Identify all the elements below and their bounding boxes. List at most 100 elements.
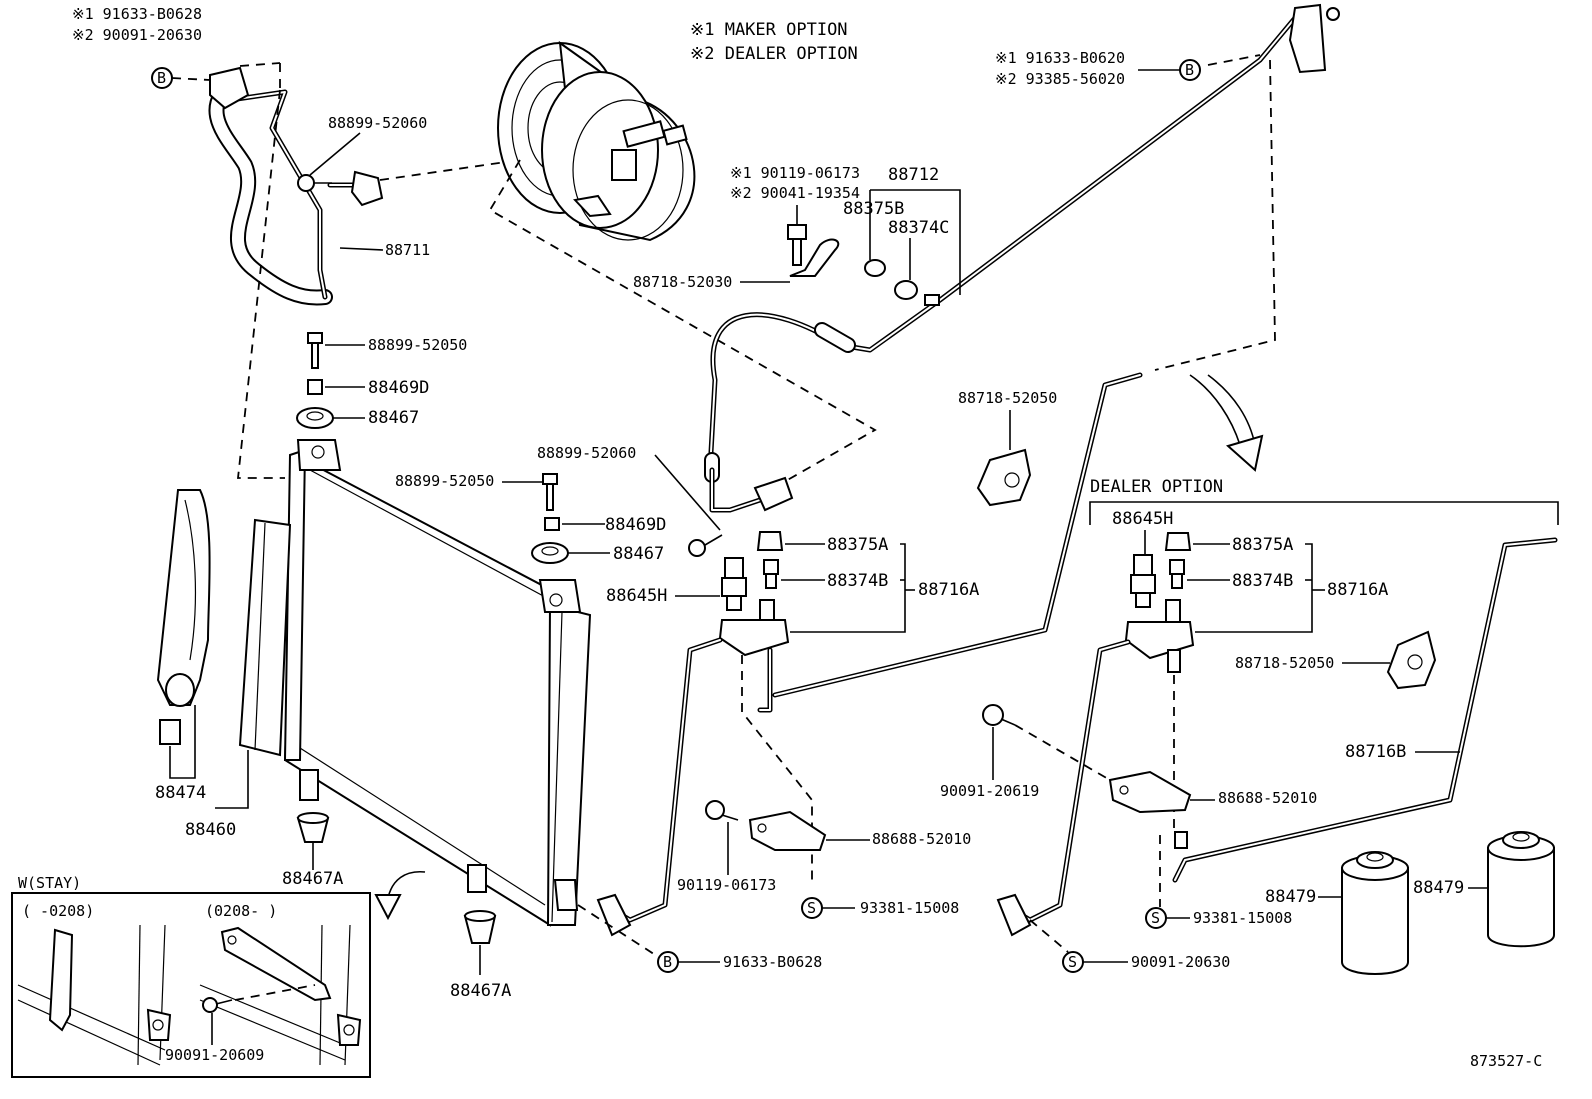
dash-line (171, 77, 211, 81)
cushion-88467A-a (296, 812, 330, 843)
label-88718-52050-b: 88718-52050 (1235, 654, 1334, 672)
dash-line (239, 62, 281, 67)
stay-right-illustration (199, 924, 362, 1066)
dash-line (236, 89, 285, 479)
compressor-bolt (787, 224, 807, 266)
leader-line (790, 543, 906, 633)
arrow (387, 871, 426, 899)
bracket-88688-52010-b (1108, 770, 1192, 814)
label-88718-52030: 88718-52030 (633, 273, 732, 291)
bolt-90119-06173 (705, 800, 739, 821)
bracket-88688-52010-a (748, 810, 827, 851)
dealer-option-title: DEALER OPTION (1090, 477, 1223, 497)
bolt-88899-52060-b (688, 534, 723, 557)
svg-text:S: S (1151, 909, 1160, 927)
label-88899-52060-b: 88899-52060 (537, 444, 636, 462)
collar-88469D-a (307, 379, 323, 395)
leader-line (870, 189, 961, 295)
symbol-s-c: S (1062, 951, 1084, 973)
stay-left-label: ( -0208) (22, 902, 94, 920)
label-90119-06173: 90119-06173 (677, 876, 776, 894)
bolt-90091-20619 (982, 704, 1016, 726)
arrow (1189, 374, 1241, 446)
leader-line (339, 247, 384, 251)
label-88711: 88711 (385, 241, 430, 259)
svg-text:S: S (807, 899, 816, 917)
clamp-88718-52050-b (1386, 630, 1437, 690)
label-88469D-b: 88469D (605, 515, 666, 535)
o-ring-88374B-b (1169, 559, 1185, 589)
label-88688-52010-a: 88688-52010 (872, 830, 971, 848)
label-top-left-1: ※1 91633-B0628 (72, 5, 202, 23)
label-bolt-opt-2: ※2 90041-19354 (730, 184, 860, 202)
label-top-left-2: ※2 90091-20630 (72, 26, 202, 44)
figure-number: 873527-C (1470, 1052, 1542, 1070)
o-ring-88375A-a (756, 531, 784, 551)
symbol-b-bottom: B (657, 951, 679, 973)
cushion-88467A-b (463, 910, 497, 944)
dash-line (1029, 919, 1069, 953)
condenser-88460 (238, 439, 592, 927)
label-88645H-b: 88645H (1112, 509, 1173, 529)
label-88460: 88460 (185, 820, 236, 840)
leader-line (169, 705, 196, 779)
dash-line (1207, 54, 1261, 66)
label-90091-20609: 90091-20609 (165, 1046, 264, 1064)
label-top-right-2: ※2 93385-56020 (995, 70, 1125, 88)
dash-line (488, 159, 877, 491)
o-ring-88374C (894, 280, 918, 300)
label-88716A-a: 88716A (918, 580, 979, 600)
label-88374C: 88374C (888, 218, 949, 238)
collar-88469D-b (544, 517, 560, 531)
label-88474: 88474 (155, 783, 206, 803)
label-88375B: 88375B (843, 199, 904, 219)
leader-line (1195, 543, 1313, 633)
clamp-88718-52050-a (976, 448, 1032, 507)
label-90091-20630: 90091-20630 (1131, 953, 1230, 971)
liquid-tube-88716A (596, 372, 1143, 937)
leader-line (215, 750, 249, 809)
leader-line (654, 454, 721, 531)
dealer-option-bracket (1089, 501, 1559, 525)
label-88716B: 88716B (1345, 742, 1406, 762)
clamp-88718-52030 (789, 238, 840, 277)
ac-compressor (497, 40, 696, 242)
tube-88716B (1172, 537, 1558, 883)
label-88688-52010-b: 88688-52010 (1218, 789, 1317, 807)
label-88375A-b: 88375A (1232, 535, 1293, 555)
label-88712: 88712 (888, 165, 939, 185)
stay-left-illustration (17, 924, 172, 1066)
arrow-head (374, 894, 402, 921)
dealer-tube-88716A (996, 599, 1195, 937)
label-88469D-a: 88469D (368, 378, 429, 398)
label-88899-52050-b: 88899-52050 (395, 472, 494, 490)
refrigerant-can-88479-b (1487, 831, 1555, 948)
label-88899-52060-a: 88899-52060 (328, 114, 427, 132)
cushion-88467-a (296, 407, 334, 429)
bolt-symbol-b: B (151, 67, 173, 89)
symbol-s-a: S (801, 897, 823, 919)
legend-maker-option: ※1 MAKER OPTION (690, 20, 848, 40)
symbol-s-b: S (1145, 907, 1167, 929)
label-93381-15008-b: 93381-15008 (1193, 909, 1292, 927)
bolt-88899-52050-a (307, 332, 323, 369)
dash-line (234, 984, 316, 1001)
label-bolt-opt-1: ※1 90119-06173 (730, 164, 860, 182)
bolt-symbol-b: B (1179, 59, 1201, 81)
label-88375A-a: 88375A (827, 535, 888, 555)
o-ring-88374B-a (763, 559, 779, 589)
dash-line (1014, 724, 1111, 781)
o-ring-88375A-b (1164, 532, 1192, 551)
svg-text:B: B (663, 953, 672, 971)
svg-text:S: S (1068, 953, 1077, 971)
label-88374B-b: 88374B (1232, 571, 1293, 591)
label-88479-a: 88479 (1265, 887, 1316, 907)
leader-line (309, 132, 361, 176)
refrigerant-can-88479-a (1341, 851, 1409, 975)
label-88645H-a: 88645H (606, 586, 667, 606)
label-88899-52050-a: 88899-52050 (368, 336, 467, 354)
label-88467-a: 88467 (368, 408, 419, 428)
label-88479-b: 88479 (1413, 878, 1464, 898)
stay-title: W(STAY) (18, 874, 81, 892)
